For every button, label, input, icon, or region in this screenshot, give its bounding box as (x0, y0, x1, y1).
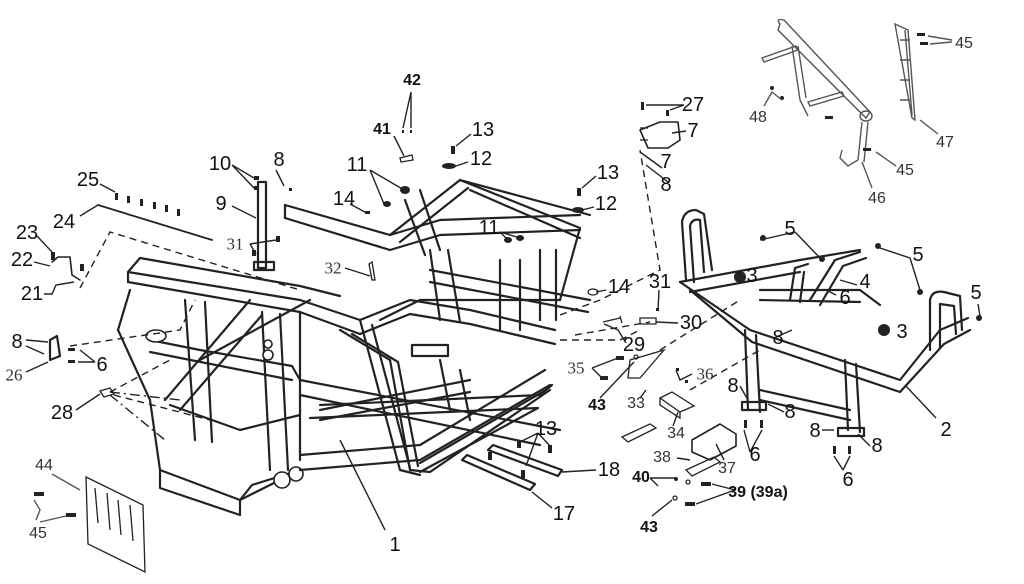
rear-rack (68, 208, 982, 454)
part-label-8g: 8 (809, 420, 821, 442)
part-label-29: 29 (622, 334, 646, 356)
part-label-8a: 8 (273, 149, 285, 171)
part-label-34: 34 (667, 425, 685, 442)
part-label-43a: 43 (588, 397, 606, 414)
part-label-48: 48 (749, 109, 767, 126)
part-label-38: 38 (653, 449, 671, 466)
part-label-1: 1 (389, 534, 401, 556)
part-label-32: 32 (324, 258, 342, 278)
part-label-6d: 6 (842, 469, 854, 491)
part-label-7a: 7 (687, 120, 699, 142)
part-label-45b: 45 (955, 35, 973, 52)
part-label-30: 30 (679, 312, 703, 334)
part-label-8b: 8 (660, 174, 672, 196)
part-label-6b: 6 (96, 354, 108, 376)
part-label-8f: 8 (784, 401, 796, 423)
part-label-6a: 6 (839, 287, 851, 309)
part-label-22: 22 (10, 249, 34, 271)
part-label-8h: 8 (871, 435, 883, 457)
part-label-28: 28 (50, 402, 74, 424)
footrest-bars (460, 440, 564, 492)
part-label-11a: 11 (346, 154, 368, 176)
part-label-47: 47 (936, 134, 954, 151)
part-label-45c: 45 (896, 162, 914, 179)
part-label-11b: 11 (478, 217, 500, 239)
part-label-24: 24 (52, 211, 76, 233)
part-label-44: 44 (35, 457, 53, 474)
guide-lines (69, 149, 761, 441)
top-right-parts (761, 18, 928, 167)
part-label-46: 46 (868, 190, 886, 207)
lower-side-rail (308, 383, 554, 474)
part-label-23: 23 (15, 222, 39, 244)
part-label-25: 25 (76, 169, 100, 191)
left-accessories (34, 176, 292, 574)
main-frame (116, 178, 592, 517)
part-label-3b: 3 (896, 321, 908, 343)
part-label-45a: 45 (29, 525, 47, 542)
part-label-14b: 14 (607, 276, 631, 298)
part-label-39: 39 (39a) (728, 484, 788, 501)
part-label-3a: 3 (746, 265, 758, 287)
part-label-43b: 43 (640, 519, 658, 536)
part-label-26: 26 (5, 365, 23, 385)
part-label-14a: 14 (332, 188, 356, 210)
part-label-10: 10 (208, 153, 232, 175)
part-label-37: 37 (718, 460, 736, 477)
part-label-17: 17 (552, 503, 576, 525)
part-label-2: 2 (940, 419, 952, 441)
part-label-36: 36 (696, 364, 714, 384)
part-label-6c: 6 (749, 444, 761, 466)
part-label-31b: 31 (648, 271, 672, 293)
part-label-31a: 31 (226, 234, 244, 254)
part-label-40: 40 (632, 469, 650, 486)
part-label-35: 35 (567, 358, 585, 378)
part-label-42: 42 (403, 72, 421, 89)
part-label-13a: 13 (471, 119, 495, 141)
part-label-8e: 8 (727, 375, 739, 397)
part-label-9: 9 (215, 193, 227, 215)
part-label-13b: 13 (596, 162, 620, 184)
part-label-12b: 12 (594, 193, 618, 215)
part-label-13c: 13 (534, 418, 558, 440)
part-label-33: 33 (627, 395, 645, 412)
part-label-4: 4 (859, 271, 871, 293)
leader-lines (25, 35, 981, 531)
part-label-18: 18 (597, 459, 621, 481)
part-label-5a: 5 (784, 218, 796, 240)
part-label-7b: 7 (660, 151, 672, 173)
part-label-5c: 5 (970, 282, 982, 304)
part-label-5b: 5 (912, 244, 924, 266)
part-label-12a: 12 (469, 148, 493, 170)
part-label-41: 41 (373, 121, 391, 138)
part-label-8c: 8 (11, 331, 23, 353)
center-hardware (365, 102, 681, 281)
part-label-21: 21 (20, 283, 44, 305)
part-label-8d: 8 (772, 327, 784, 349)
part-label-27: 27 (681, 94, 705, 116)
